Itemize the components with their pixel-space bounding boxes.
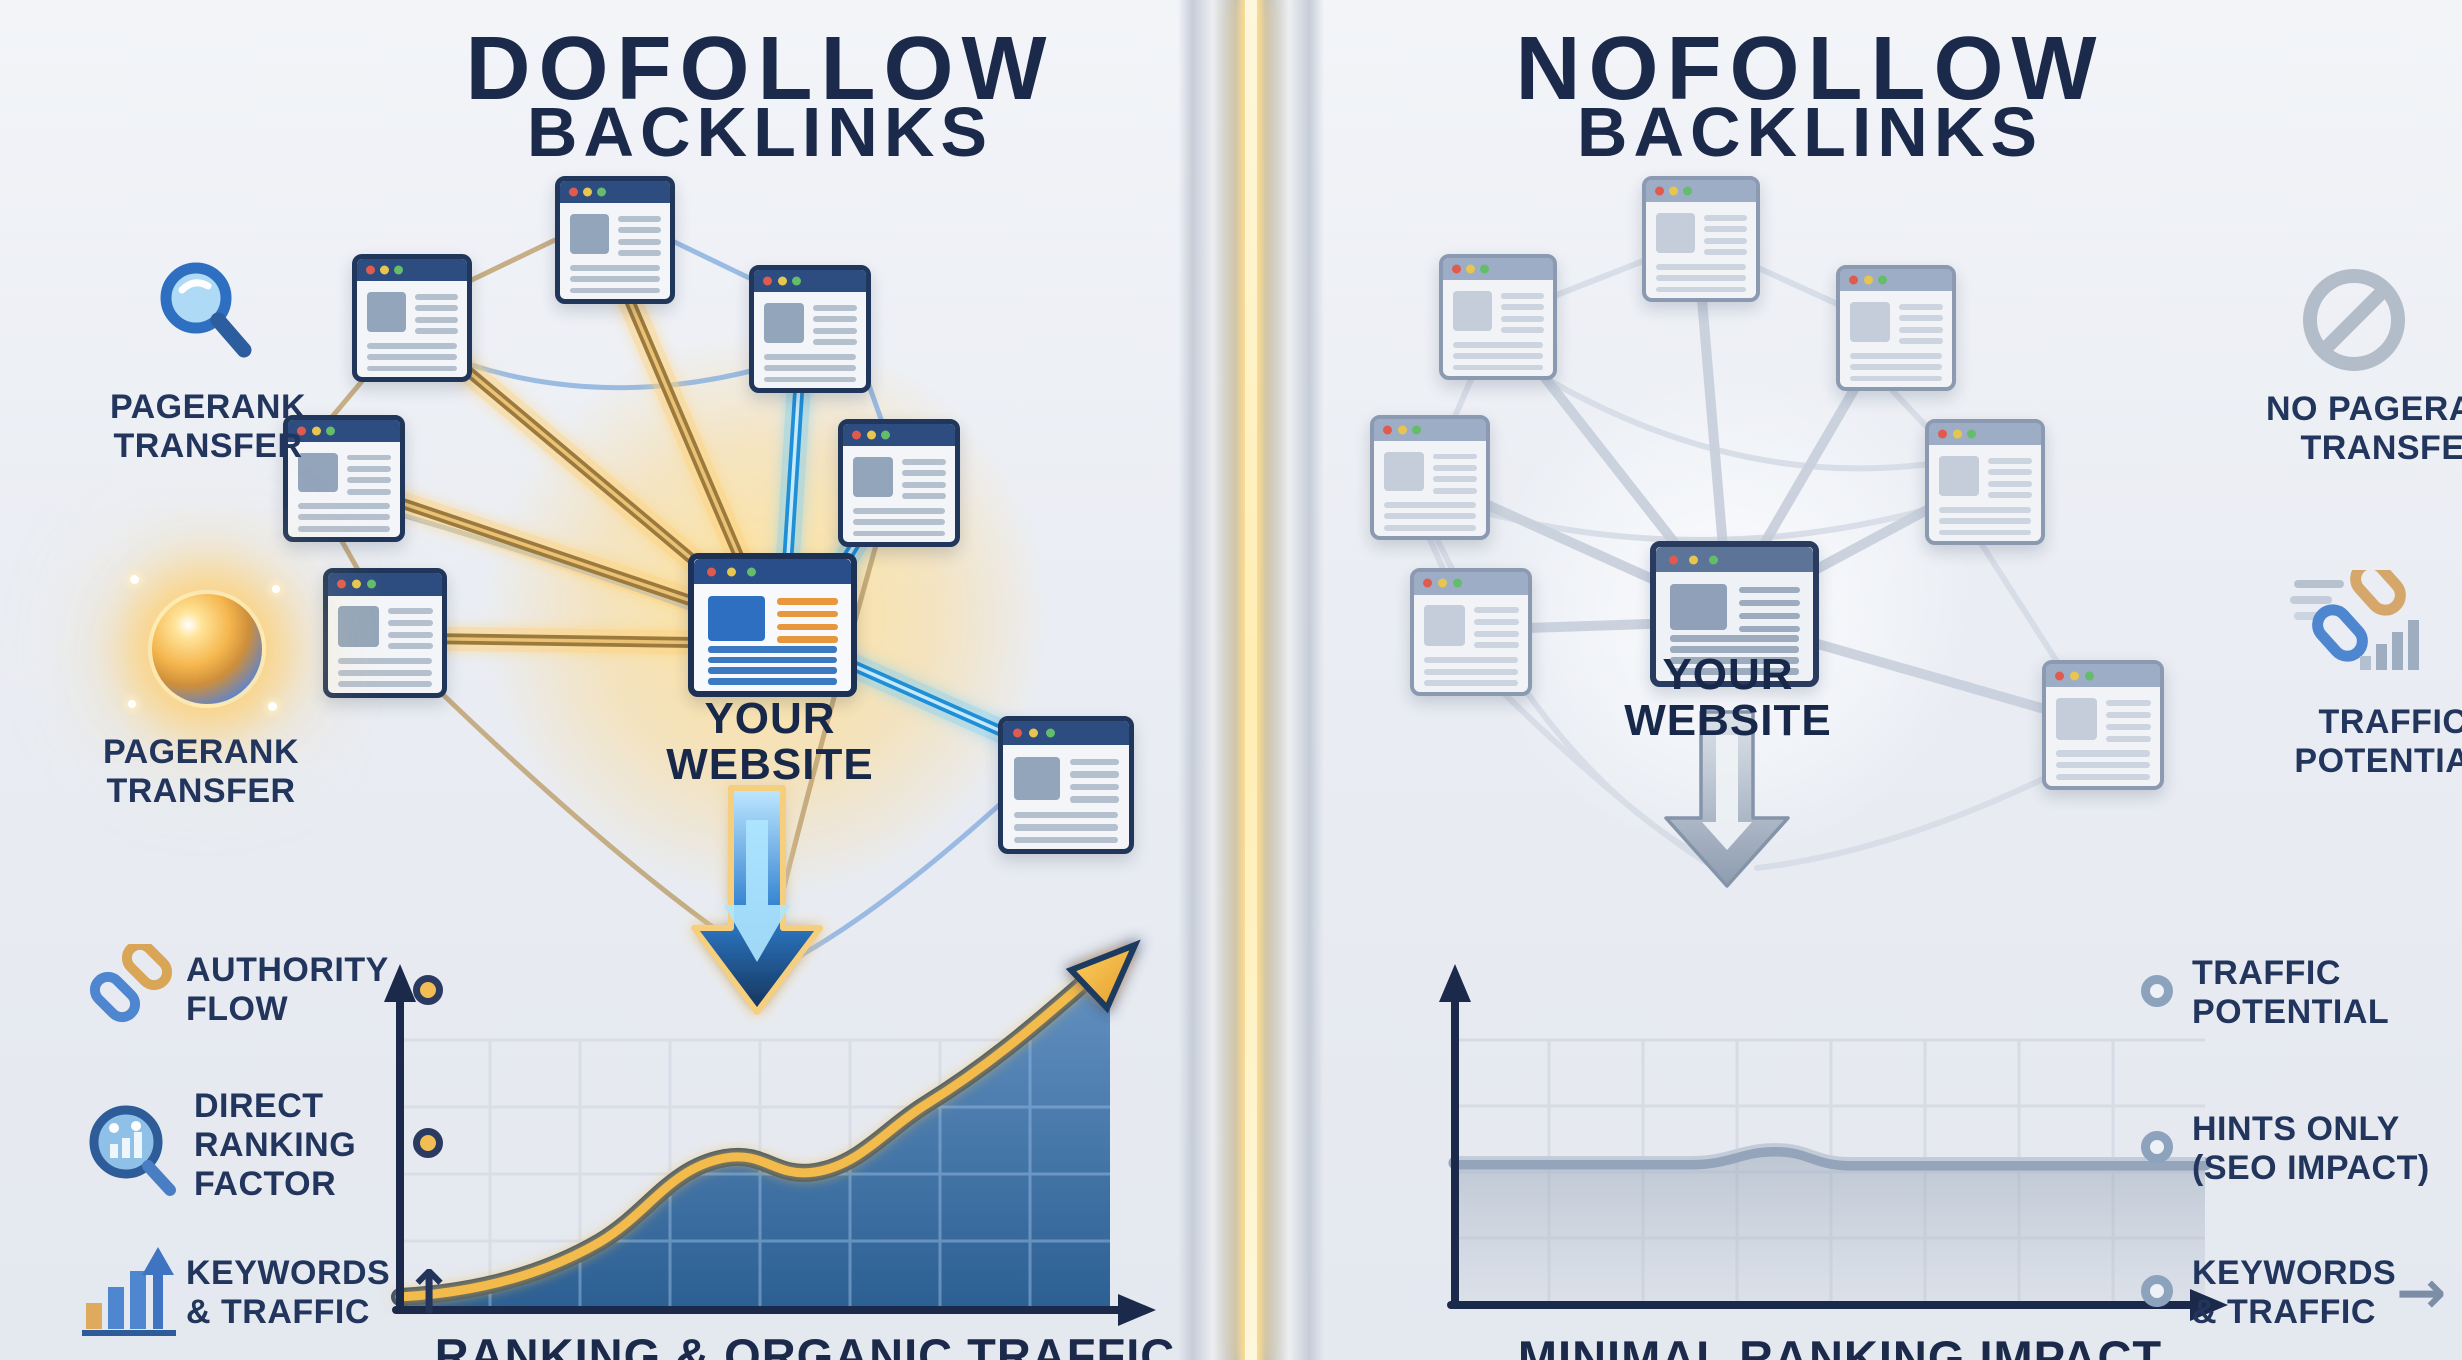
- nofollow-chart-axes: [1447, 994, 2196, 1309]
- nofollow-trend-line: [1448, 1143, 2212, 1171]
- nofollow-down-arrow: [1664, 710, 1790, 888]
- dofollow-blue-beams: [775, 326, 1060, 764]
- gold-trend-arrowhead: [1065, 939, 1141, 1014]
- dofollow-chart: [384, 939, 1156, 1326]
- dofollow-trend-curve: [395, 958, 1113, 1302]
- nofollow-chart: [1439, 964, 2228, 1321]
- dofollow-gold-beams: [336, 243, 760, 655]
- nofollow-link-web: [1423, 235, 2102, 871]
- nofollow-flat-fill: [1455, 1150, 2205, 1303]
- panel-divider-glow-core: [1245, 0, 1257, 1360]
- dofollow-area-fill: [400, 962, 1110, 1308]
- dofollow-chart-axes: [392, 994, 1124, 1314]
